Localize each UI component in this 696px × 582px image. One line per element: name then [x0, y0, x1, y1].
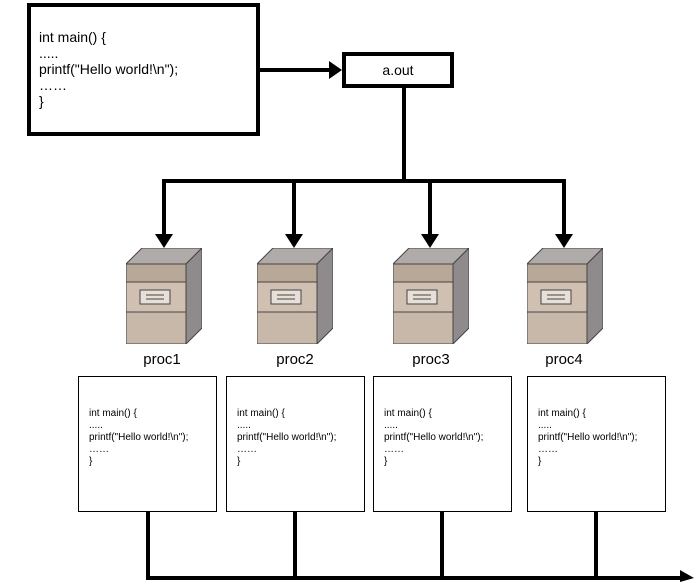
- server-tower-icon: [527, 248, 603, 344]
- source-line-5: }: [39, 93, 44, 109]
- proc-label-2: proc2: [276, 351, 314, 368]
- proc3-code-line-2: .....: [384, 420, 398, 431]
- proc-label-1: proc1: [143, 351, 181, 368]
- proc1-code-line-5: }: [89, 456, 93, 467]
- source-line-3: printf("Hello world!\n");: [39, 61, 179, 77]
- arrowhead-output: [680, 570, 694, 582]
- arrowhead-proc4: [555, 234, 573, 248]
- proc4-code-line-1: int main() {: [538, 408, 586, 419]
- arrowhead-proc1: [155, 234, 173, 248]
- source-code-box: int main() { ..... printf("Hello world!\…: [27, 3, 260, 136]
- proc3-code-line-4: ……: [384, 444, 404, 455]
- arrowhead-proc2: [285, 234, 303, 248]
- proc-label-4: proc4: [545, 351, 583, 368]
- proc-label-3: proc3: [412, 351, 450, 368]
- proc2-code-line-1: int main() {: [237, 408, 285, 419]
- proc-code-box-2: int main() { ..... printf("Hello world!\…: [226, 376, 365, 512]
- proc4-code-line-2: .....: [538, 420, 552, 431]
- server-tower-icon: [393, 248, 469, 344]
- server-tower-icon: [257, 248, 333, 344]
- source-line-4: ……: [39, 77, 67, 93]
- proc3-code-line-5: }: [384, 456, 388, 467]
- arrowhead-aout: [329, 61, 342, 79]
- proc3-code-line-1: int main() {: [384, 408, 432, 419]
- proc1-code-line-4: ……: [89, 444, 109, 455]
- proc4-code-line-5: }: [538, 456, 542, 467]
- source-line-2: .....: [39, 45, 59, 61]
- proc1-code-line-1: int main() {: [89, 408, 137, 419]
- proc-code-box-4: int main() { ..... printf("Hello world!\…: [527, 376, 666, 512]
- proc2-code-line-5: }: [237, 456, 241, 467]
- binary-label: a.out: [382, 62, 414, 78]
- proc1-code-line-3: printf("Hello world!\n");: [89, 432, 189, 443]
- server-tower-icon: [126, 248, 202, 344]
- proc4-code-line-3: printf("Hello world!\n");: [538, 432, 638, 443]
- proc-code-box-3: int main() { ..... printf("Hello world!\…: [373, 376, 512, 512]
- proc3-code-line-3: printf("Hello world!\n");: [384, 432, 484, 443]
- proc-code-box-1: int main() { ..... printf("Hello world!\…: [78, 376, 217, 512]
- arrowhead-proc3: [421, 234, 439, 248]
- source-line-1: int main() {: [39, 29, 106, 45]
- proc1-code-line-2: .....: [89, 420, 103, 431]
- proc4-code-line-4: ……: [538, 444, 558, 455]
- binary-box: a.out: [342, 52, 454, 88]
- proc2-code-line-2: .....: [237, 420, 251, 431]
- proc2-code-line-4: ……: [237, 444, 257, 455]
- proc2-code-line-3: printf("Hello world!\n");: [237, 432, 337, 443]
